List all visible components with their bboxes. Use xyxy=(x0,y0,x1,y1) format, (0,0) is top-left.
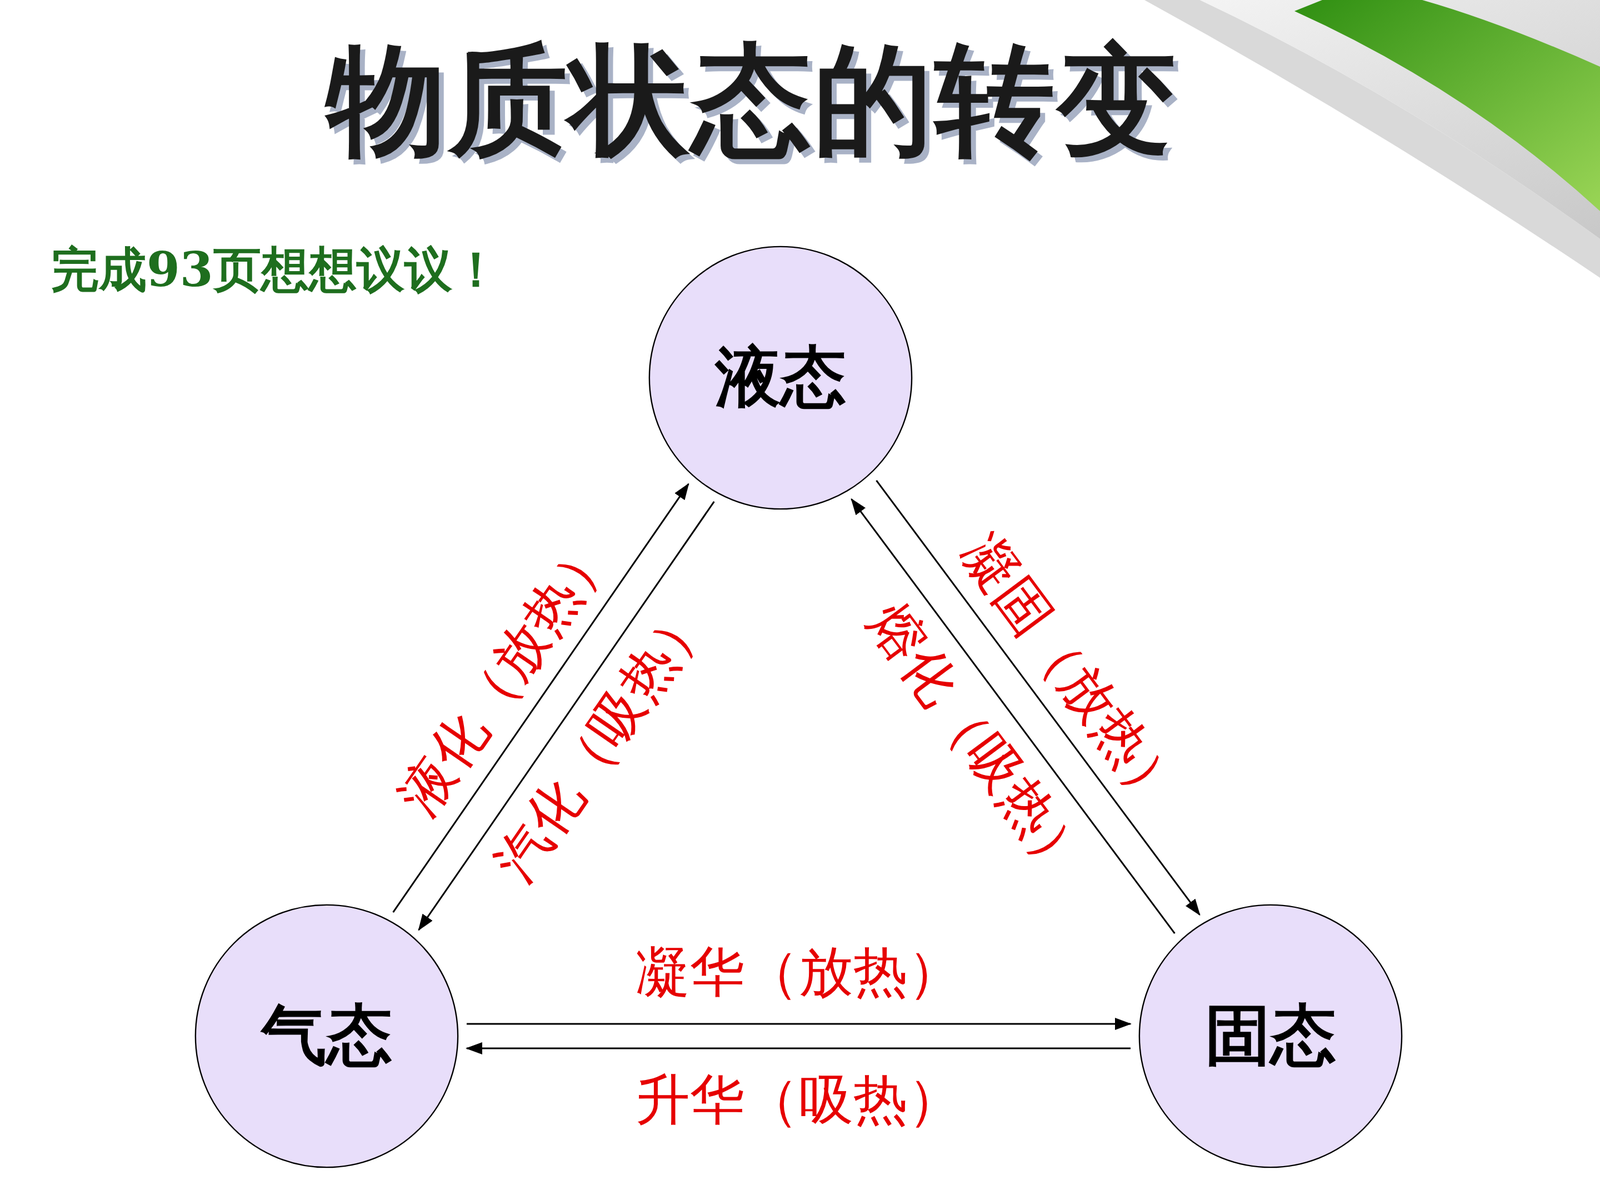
state-name: 固态 xyxy=(1205,991,1337,1081)
state-circle: 气态 xyxy=(193,903,460,1169)
transition-arrow xyxy=(466,1047,1131,1050)
state-name: 气态 xyxy=(261,991,393,1081)
state-name: 液态 xyxy=(715,333,847,423)
green-band xyxy=(1294,0,1600,212)
circle-shape xyxy=(649,246,912,509)
curl-shadow xyxy=(1144,0,1600,278)
transition-label: 升华（吸热） xyxy=(633,1070,965,1130)
state-circle: 液态 xyxy=(647,245,914,511)
circle-shape xyxy=(1139,905,1402,1168)
instruction-note: 完成93页想想议议！ xyxy=(51,237,500,303)
slide-title: 物质状态的转变 xyxy=(326,21,1179,183)
transition-label: 凝华（放热） xyxy=(633,942,965,1003)
curl-paper xyxy=(1200,0,1600,239)
circle-shape xyxy=(195,905,458,1168)
transition-arrow xyxy=(466,1023,1131,1025)
state-circle: 固态 xyxy=(1137,903,1404,1169)
